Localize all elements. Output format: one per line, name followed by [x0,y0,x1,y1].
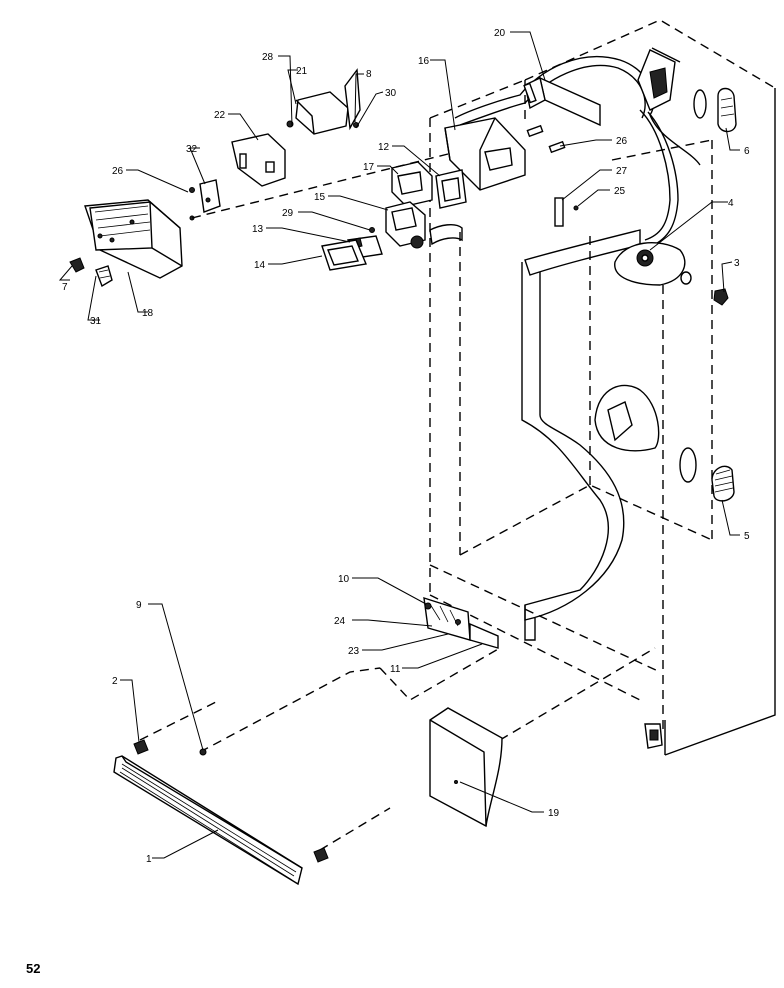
lower-right-hinge [644,723,663,749]
leader-lines [58,31,740,859]
callout-11: 11 [390,664,401,675]
part-2-screw [133,739,149,755]
callout-21: 21 [296,66,308,77]
part-16-housing [444,117,526,191]
part-18-control-panel [84,199,183,279]
callout-16: 16 [418,56,430,67]
callout-8: 8 [366,69,372,80]
callout-14: 14 [254,260,266,271]
callout-13: 13 [252,224,264,235]
callout-5: 5 [744,531,750,542]
callout-2: 2 [112,676,118,687]
callout-6: 6 [744,146,750,157]
part-31-knob [95,265,113,288]
part-5-lamp-cover [711,465,735,502]
part-12-gasket [435,169,467,209]
callout-30: 30 [385,88,397,99]
callout-25: 25 [614,186,626,197]
callout-4: 4 [728,198,734,209]
callout-31: 31 [90,316,102,327]
top-right-bracket [637,47,681,111]
part-20-bracket [523,76,601,127]
callout-27: 27 [616,166,628,177]
cabinet-right-wall [664,88,776,756]
callout-17: 17 [363,162,375,173]
callout-23: 23 [348,646,360,657]
part-1-screw [313,847,329,863]
callout-1: 1 [146,854,152,865]
page-number: 52 [26,961,41,976]
part-29-screw [369,227,375,233]
callout-24: 24 [334,616,346,627]
part-7-knob [69,257,85,273]
callout-22: 22 [214,110,226,121]
lamp-socket-upper [614,242,686,286]
part-32-clip [189,179,221,221]
callout-28: 28 [262,52,274,63]
part-3-clip [680,271,729,306]
part-6-lamp-cover [693,87,737,133]
callout-10: 10 [338,574,350,585]
part-24-lamp-housing [423,596,471,641]
part-21-bracket [286,91,349,135]
callout-26a: 26 [112,166,124,177]
part-19-cover [429,707,503,828]
part-17-frame [391,161,433,207]
callout-12: 12 [378,142,390,153]
callout-32: 32 [186,144,198,155]
callout-9: 9 [136,600,142,611]
part-26-pins [526,124,566,154]
part-1-toe-grille [113,755,303,886]
part-14-lens [321,239,367,271]
callout-3: 3 [734,258,740,269]
lower-dashed-assembly [139,647,656,851]
callout-20: 20 [494,28,506,39]
lamp-socket-lower [594,384,697,483]
part-22-bracket [231,133,286,187]
callout-15: 15 [314,192,326,203]
part-11-socket [469,622,499,649]
callout-labels: 28 21 8 30 22 32 26 7 31 18 16 20 26 12 … [62,28,750,865]
callout-19: 19 [548,808,560,819]
callout-29: 29 [282,208,294,219]
part-27-slide [554,197,579,227]
callout-18: 18 [142,308,154,319]
callout-26b: 26 [616,136,628,147]
part-15-switch-body [385,201,426,249]
callout-7: 7 [62,282,68,293]
